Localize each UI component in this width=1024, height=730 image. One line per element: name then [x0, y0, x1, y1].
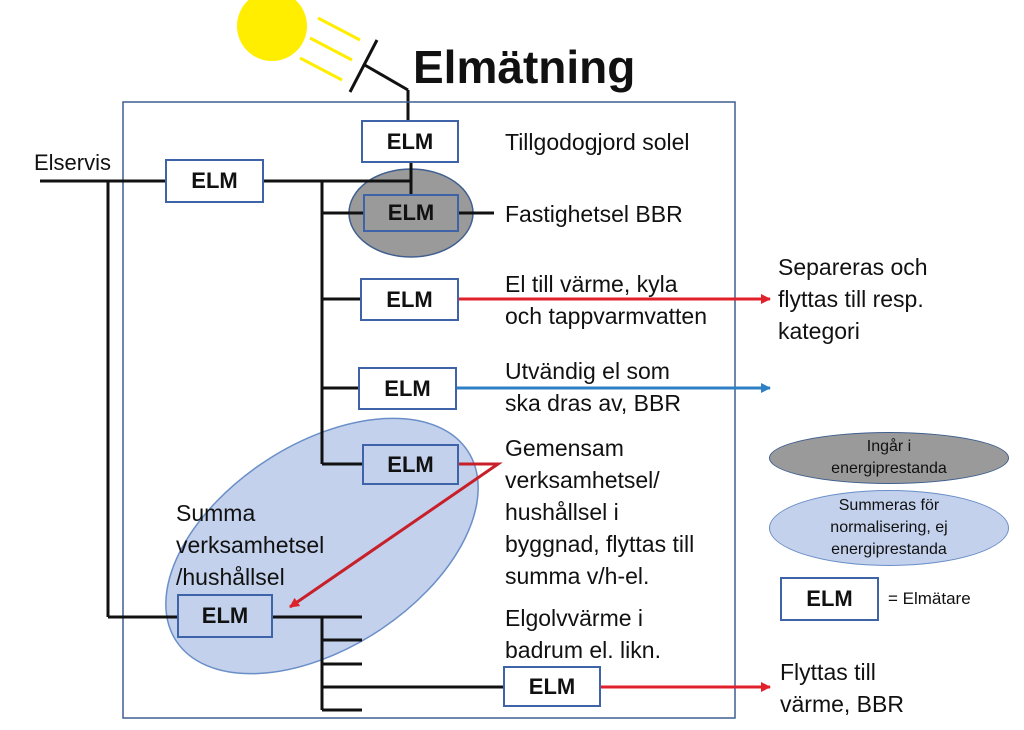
legend-grey-line-1: Ingår i: [866, 438, 912, 455]
label-common-line-4: byggnad, flyttas till: [505, 531, 695, 557]
meter-outdoor: ELM: [358, 367, 457, 410]
meter-heating: ELM: [360, 278, 459, 321]
meter-summa: ELM: [177, 594, 273, 638]
legend-grey-line-2: energiprestanda: [831, 460, 947, 477]
label-summa-line-2: verksamhetsel: [176, 532, 325, 558]
label-summa-line-3: /hushållsel: [176, 564, 285, 590]
label-summa: Summa verksamhetsel /hushållsel: [176, 497, 324, 593]
page-title: Elmätning: [413, 41, 636, 93]
note-move: Flyttas till värme, BBR: [780, 656, 904, 720]
note-move-line-1: Flyttas till: [780, 659, 876, 685]
label-common-line-2: verksamhetsel/: [505, 467, 660, 493]
label-common-line-1: Gemensam: [505, 435, 624, 461]
legend-blue-line-2: normalisering, ej: [830, 519, 948, 536]
label-floor-heating-line-2: badrum el. likn.: [505, 637, 661, 663]
wiring: [40, 163, 503, 712]
note-move-line-2: värme, BBR: [780, 691, 904, 717]
legend-blue-line-3: energiprestanda: [831, 541, 947, 558]
label-property: Fastighetsel BBR: [505, 201, 683, 227]
legend-grey-oval: Ingår i energiprestanda: [769, 432, 1009, 484]
label-common-line-3: hushållsel i: [505, 499, 619, 525]
legend-blue-oval: Summeras för normalisering, ej energipre…: [769, 490, 1009, 566]
meter-solar: ELM: [361, 120, 459, 163]
arrow-common-to-summa: [289, 462, 503, 609]
meter-property: ELM: [363, 194, 459, 232]
note-separate-line-1: Separeras och: [778, 254, 928, 280]
label-summa-line-1: Summa: [176, 500, 256, 526]
note-separate-line-3: kategori: [778, 318, 860, 344]
label-outdoor: Utvändig el som ska dras av, BBR: [505, 355, 681, 419]
label-floor-heating-line-1: Elgolvvärme i: [505, 605, 644, 631]
label-outdoor-line-2: ska dras av, BBR: [505, 390, 681, 416]
label-outdoor-line-1: Utvändig el som: [505, 358, 670, 384]
antenna-icon: [348, 39, 410, 122]
label-solar: Tillgodogjord solel: [505, 129, 690, 155]
label-heating-line-2: och tappvarmvatten: [505, 303, 708, 329]
service-label: Elservis: [34, 150, 112, 175]
label-heating: El till värme, kyla och tappvarmvatten: [505, 268, 707, 332]
legend-blue-line-1: Summeras för: [838, 497, 940, 514]
label-heating-line-1: El till värme, kyla: [505, 271, 678, 297]
sun-rays: [299, 16, 361, 82]
sun-icon: [237, 0, 307, 61]
legend-elm-meaning: = Elmätare: [888, 589, 971, 608]
meter-floor-heating: ELM: [503, 666, 601, 707]
note-separate-line-2: flyttas till resp.: [778, 286, 924, 312]
building-frame: [122, 101, 736, 719]
meter-main: ELM: [165, 159, 264, 203]
note-separate: Separeras och flyttas till resp. kategor…: [778, 251, 928, 347]
legend-elm-box: ELM: [780, 577, 879, 621]
label-floor-heating: Elgolvvärme i badrum el. likn.: [505, 602, 661, 666]
label-common: Gemensam verksamhetsel/ hushållsel i byg…: [505, 432, 694, 592]
label-common-line-5: summa v/h-el.: [505, 563, 650, 589]
meter-common: ELM: [362, 444, 459, 485]
